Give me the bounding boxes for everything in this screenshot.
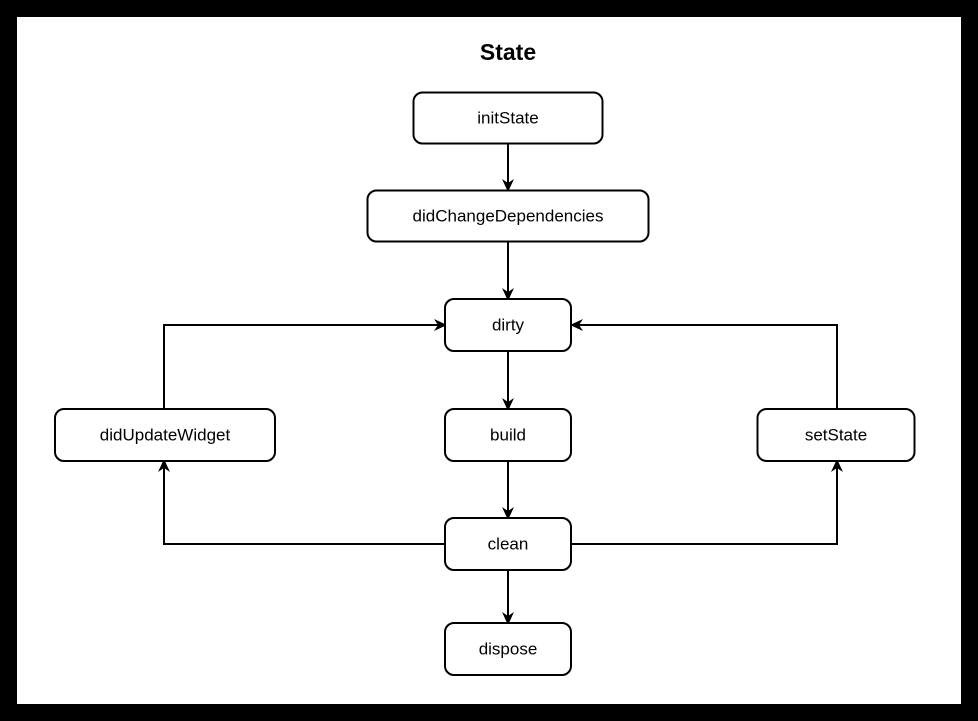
node-dispose[interactable]: dispose	[444, 622, 572, 676]
node-box	[444, 622, 572, 676]
edge-clean-to-didUpdateWidget	[158, 459, 446, 545]
node-label: didUpdateWidget	[100, 425, 231, 444]
node-label: dispose	[479, 639, 538, 658]
diagram-title: State	[480, 39, 536, 65]
node-initState[interactable]: initState	[412, 91, 604, 145]
node-dirty[interactable]: dirty	[444, 298, 572, 352]
arrowhead-icon	[434, 319, 447, 331]
node-didChangeDependencies[interactable]: didChangeDependencies	[366, 189, 650, 243]
edge-initState-to-didChangeDependencies	[502, 144, 514, 192]
edge-line	[571, 463, 838, 545]
edge-setState-to-dirty	[570, 319, 838, 409]
edge-clean-to-setState	[571, 459, 843, 545]
arrowhead-icon	[502, 507, 514, 520]
edge-didChangeDependencies-to-dirty	[502, 242, 514, 301]
node-box	[366, 189, 650, 243]
node-label: clean	[488, 534, 529, 553]
node-box	[444, 298, 572, 352]
node-label: build	[490, 425, 526, 444]
node-layer: initState didChangeDependencies dirty didUp…	[54, 91, 916, 676]
diagram-title-text: State	[480, 39, 536, 65]
node-setState[interactable]: setState	[756, 408, 916, 462]
edge-line	[574, 324, 838, 409]
edge-line	[163, 324, 443, 409]
node-label: setState	[805, 425, 867, 444]
node-box	[54, 408, 276, 462]
arrowhead-icon	[831, 459, 843, 472]
arrowhead-icon	[158, 459, 170, 472]
arrowhead-icon	[502, 398, 514, 411]
edge-dirty-to-build	[502, 351, 514, 411]
node-label: initState	[477, 108, 538, 127]
arrowhead-icon	[502, 288, 514, 301]
node-box	[756, 408, 916, 462]
node-label: dirty	[492, 315, 525, 334]
edge-build-to-clean	[502, 461, 514, 520]
arrowhead-icon	[502, 612, 514, 625]
edge-clean-to-dispose	[502, 570, 514, 625]
edge-layer	[158, 144, 843, 625]
node-clean[interactable]: clean	[444, 517, 572, 571]
arrowhead-icon	[570, 319, 583, 331]
node-label: didChangeDependencies	[413, 206, 604, 225]
node-box	[412, 91, 604, 145]
edge-didUpdateWidget-to-dirty	[163, 319, 447, 409]
node-box	[444, 408, 572, 462]
node-didUpdateWidget[interactable]: didUpdateWidget	[54, 408, 276, 462]
edge-line	[163, 463, 446, 545]
node-box	[444, 517, 572, 571]
node-build[interactable]: build	[444, 408, 572, 462]
arrowhead-icon	[502, 179, 514, 192]
